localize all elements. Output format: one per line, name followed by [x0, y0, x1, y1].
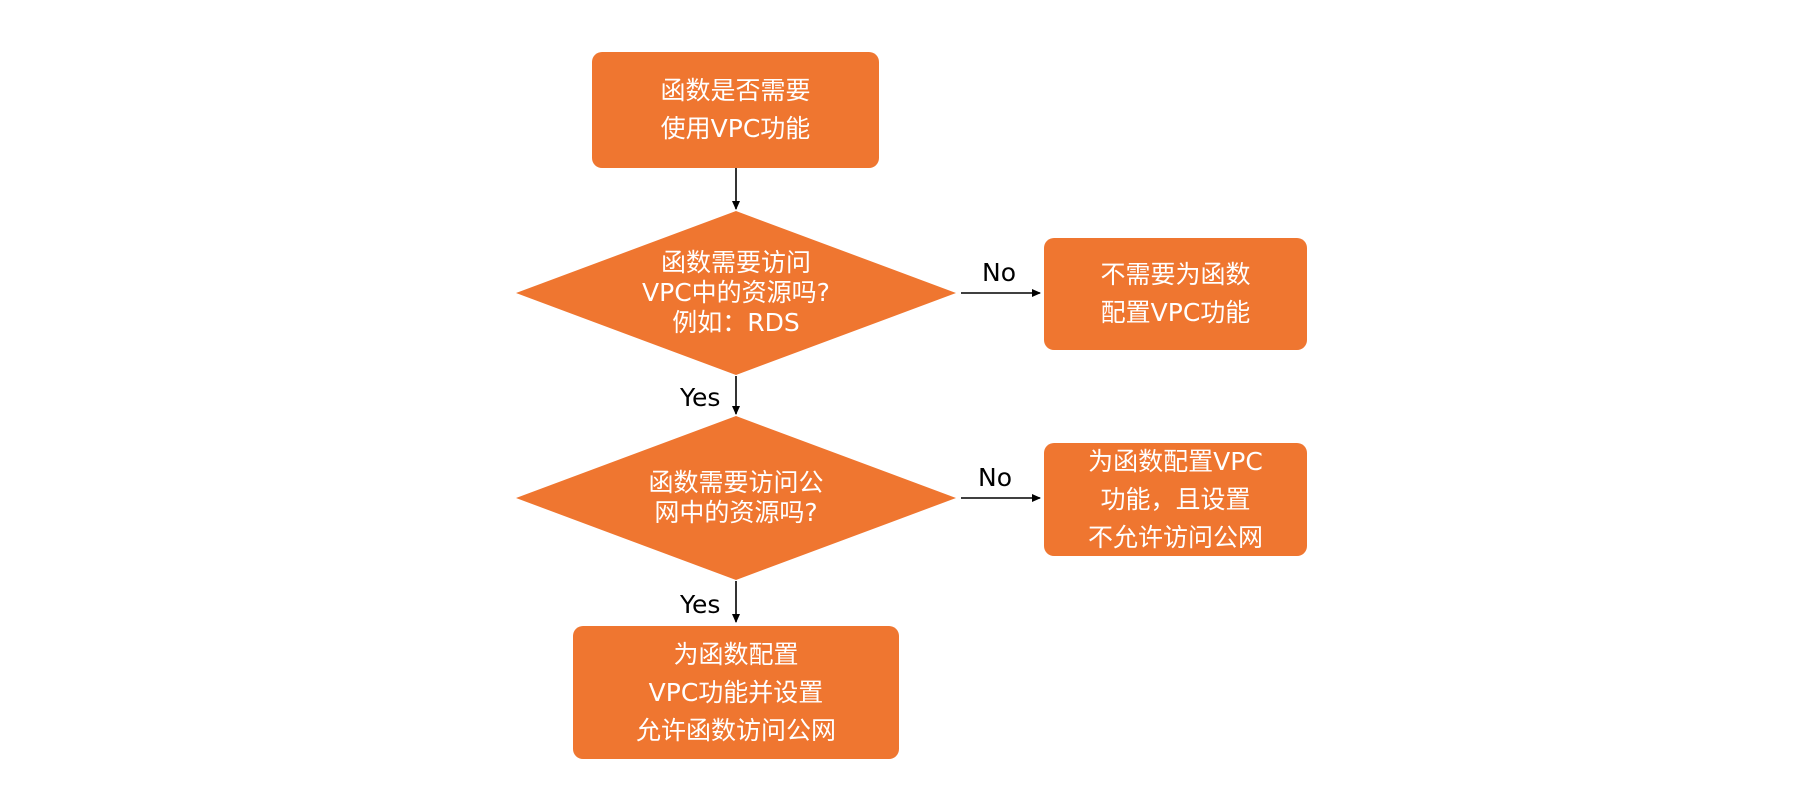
decision-vpc-resource-label: 函数需要访问 VPC中的资源吗? 例如：RDS	[586, 243, 886, 343]
result-no-vpc-node: 不需要为函数 配置VPC功能	[1044, 238, 1307, 350]
edge-label-no-2: No	[978, 463, 1012, 492]
result-vpc-no-public-node: 为函数配置VPC 功能，且设置 不允许访问公网	[1044, 443, 1307, 556]
result-no-vpc-line-1: 不需要为函数	[1100, 260, 1251, 289]
decision-public-network-shape	[516, 416, 956, 580]
edge-label-yes-2: Yes	[680, 590, 721, 619]
decision-vpc-resource-shape	[516, 211, 956, 375]
decision-public-network-line-2: 网中的资源吗?	[654, 498, 818, 527]
result-vpc-with-public-line-3: 允许函数访问公网	[635, 715, 836, 745]
decision-public-network-label: 函数需要访问公 网中的资源吗?	[586, 463, 886, 533]
result-vpc-no-public-line-2: 功能，且设置	[1100, 484, 1251, 514]
decision-vpc-resource-line-2: VPC中的资源吗?	[642, 278, 830, 307]
decision-vpc-resource-line-1: 函数需要访问	[660, 248, 811, 277]
start-node-line-2: 使用VPC功能	[660, 114, 811, 143]
result-no-vpc-line-2: 配置VPC功能	[1100, 298, 1251, 327]
start-node: 函数是否需要 使用VPC功能	[592, 52, 879, 168]
result-vpc-no-public-line-3: 不允许访问公网	[1087, 522, 1263, 552]
decision-vpc-resource-line-3: 例如：RDS	[672, 308, 800, 337]
decision-public-network-line-1: 函数需要访问公	[648, 468, 824, 497]
edge-label-yes-1: Yes	[680, 383, 721, 412]
start-node-line-1: 函数是否需要	[660, 76, 811, 105]
result-vpc-no-public-line-1: 为函数配置VPC	[1088, 446, 1263, 476]
result-vpc-with-public-line-1: 为函数配置	[673, 639, 799, 669]
result-vpc-with-public-line-2: VPC功能并设置	[648, 677, 824, 707]
edge-label-no-1: No	[982, 258, 1016, 287]
result-vpc-with-public-node: 为函数配置 VPC功能并设置 允许函数访问公网	[573, 626, 899, 759]
